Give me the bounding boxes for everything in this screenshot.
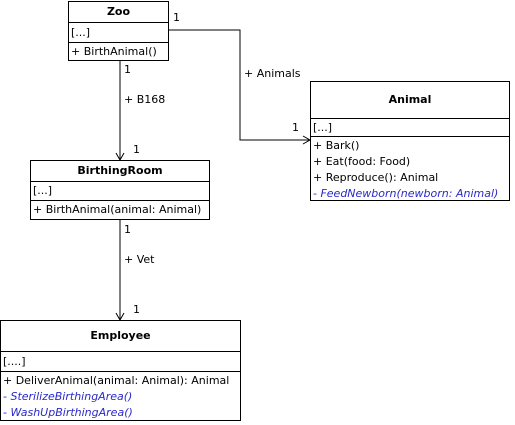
operations-compartment: + BirthAnimal() (69, 43, 168, 60)
multiplicity-zoo-animal-source: 1 (173, 11, 180, 24)
role-animals: + Animals (244, 67, 301, 80)
attributes-compartment: [...] (69, 23, 168, 43)
class-name: Animal (311, 82, 509, 119)
operation: + Eat(food: Food) (313, 155, 411, 168)
attributes-compartment: [...] (311, 119, 509, 137)
class-animal[interactable]: Animal [...] + Bark() + Eat(food: Food) … (310, 81, 510, 201)
attributes-compartment: [....] (1, 352, 240, 372)
class-birthing-room[interactable]: BirthingRoom [...] + BirthAnimal(animal:… (30, 160, 210, 220)
multiplicity-birthing-employee-source: 1 (124, 223, 131, 236)
class-name: BirthingRoom (31, 161, 209, 182)
class-name: Employee (1, 321, 240, 352)
operation: + BirthAnimal(animal: Animal) (33, 203, 202, 216)
attributes-compartment: [...] (31, 182, 209, 201)
multiplicity-birthing-employee-target: 1 (133, 303, 140, 316)
operations-compartment: + BirthAnimal(animal: Animal) (31, 201, 209, 218)
class-name: Zoo (69, 2, 168, 23)
class-employee[interactable]: Employee [....] + DeliverAnimal(animal: … (0, 320, 241, 421)
class-zoo[interactable]: Zoo [...] + BirthAnimal() (68, 1, 169, 61)
multiplicity-zoo-birthing-source: 1 (124, 63, 131, 76)
operation: + BirthAnimal() (71, 45, 157, 58)
operation-abstract: - SterilizeBirthingArea() (3, 390, 133, 403)
operation: + Bark() (313, 139, 360, 152)
multiplicity-zoo-birthing-target: 1 (133, 143, 140, 156)
operations-compartment: + DeliverAnimal(animal: Animal): Animal … (1, 372, 240, 421)
operation: + Reproduce(): Animal (313, 171, 439, 184)
operation: + DeliverAnimal(animal: Animal): Animal (3, 374, 230, 387)
role-vet: + Vet (124, 253, 155, 266)
operations-compartment: + Bark() + Eat(food: Food) + Reproduce()… (311, 137, 509, 202)
edge-zoo-animal (168, 29, 310, 141)
operation-abstract: - FeedNewborn(newborn: Animal) (313, 187, 499, 200)
multiplicity-zoo-animal-target: 1 (292, 121, 299, 134)
operation-abstract: - WashUpBirthingArea() (3, 406, 133, 419)
role-b168: + B168 (124, 93, 166, 106)
